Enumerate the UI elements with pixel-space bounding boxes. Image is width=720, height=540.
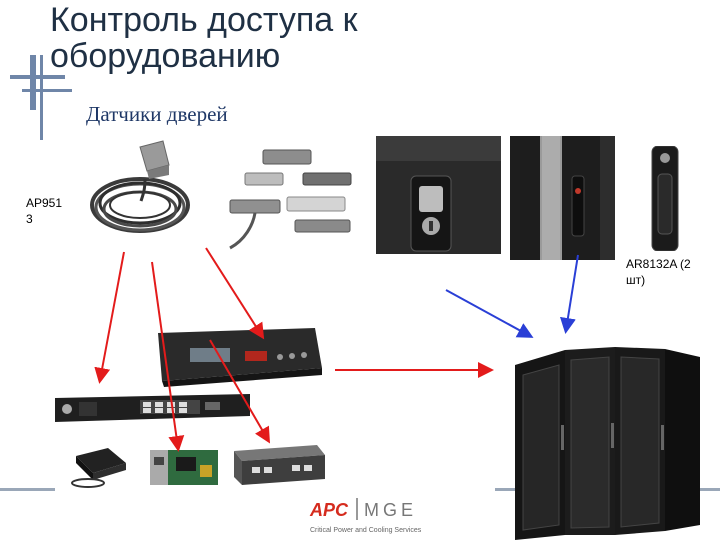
logo-tagline: Critical Power and Cooling Services — [310, 527, 422, 534]
camera-sensor-pod-image — [71, 448, 126, 488]
blue-arrow-from-handle-1 — [445, 289, 534, 338]
server-racks-image — [515, 347, 700, 540]
title-line-2: оборудованию — [50, 37, 281, 75]
perforated-door-graphic — [510, 136, 615, 260]
rack-pdu-switch-image — [55, 394, 250, 422]
logo-brand-mge: MGE — [364, 500, 418, 520]
network-management-card-image — [150, 450, 218, 485]
logo-brand-apc: APC — [310, 500, 349, 520]
slide-subtitle: Датчики дверей — [86, 102, 228, 126]
monitoring-appliance-image — [158, 328, 322, 387]
rack-door-handle-image-2 — [510, 136, 615, 260]
logo-divider — [356, 498, 358, 520]
door-handle-ar8132a-image — [651, 146, 679, 251]
title-line-1: Контроль доступа к — [50, 1, 358, 39]
magnetic-door-sensors-image — [229, 149, 352, 250]
door-sensor-cable-image — [90, 140, 190, 233]
blue-arrow-from-handle-2 — [559, 254, 579, 334]
sensor-hub-appliance-image — [234, 445, 325, 485]
red-arrow-to-pdu — [94, 251, 125, 384]
handle-lock-graphic — [376, 136, 501, 254]
apc-mge-logo: APC MGE Critical Power and Cooling Servi… — [300, 494, 440, 540]
rack-door-handle-image-1 — [376, 136, 501, 254]
slide-title: Контроль доступа к оборудованию — [50, 2, 357, 74]
red-arrow-to-appliance — [205, 247, 265, 340]
sensor-model-label: AP951 3 — [26, 195, 72, 227]
red-arrow-to-hub — [209, 339, 271, 444]
handle-model-label: AR8132A (2 шт) — [626, 256, 720, 288]
red-arrow-to-card — [151, 261, 185, 452]
